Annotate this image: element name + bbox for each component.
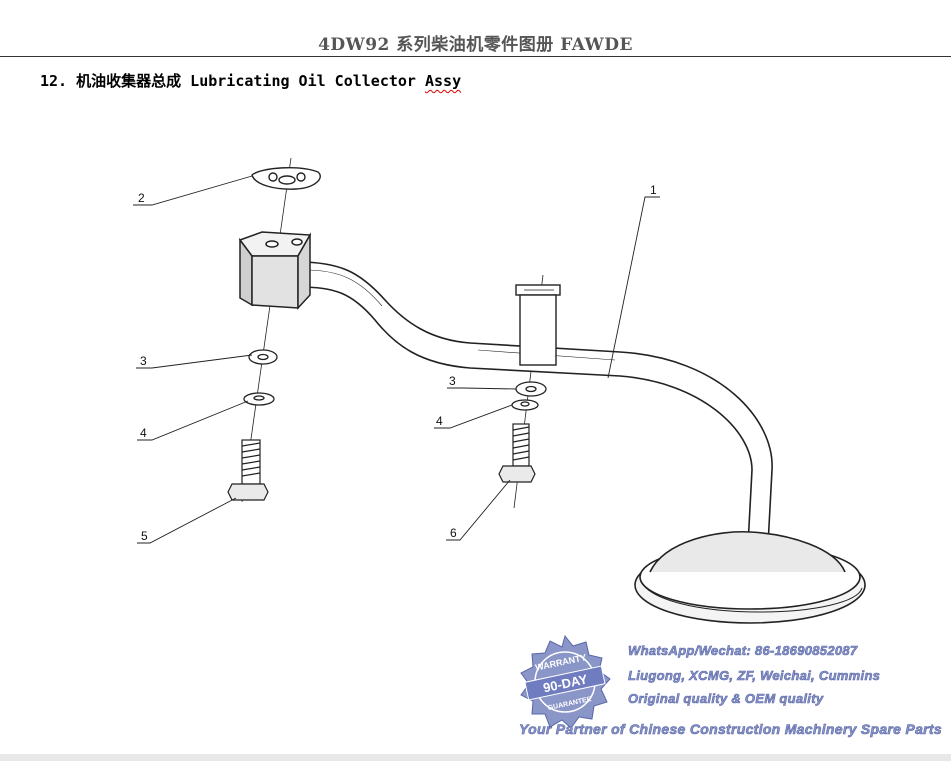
section-title-en-underlined: Assy bbox=[424, 72, 462, 90]
watermark-contact: WhatsApp/Wechat: 86-18690852087 bbox=[628, 643, 858, 659]
callout-5: 5 bbox=[141, 529, 148, 543]
bolt-left bbox=[227, 439, 269, 501]
warranty-seal-icon: WARRANTY 90-DAY GUARANTEE bbox=[520, 634, 611, 729]
washer-right bbox=[515, 381, 547, 397]
lock-washer-left bbox=[243, 392, 275, 406]
section-title: 12. 机油收集器总成 Lubricating Oil Collector As… bbox=[40, 70, 461, 91]
flange-block bbox=[238, 231, 312, 310]
callout-4-right: 4 bbox=[436, 414, 443, 428]
callout-6: 6 bbox=[450, 526, 457, 540]
section-title-cn: 机油收集器总成 bbox=[76, 72, 182, 90]
leader-lines bbox=[133, 175, 660, 544]
page-header: 4DW92 系列柴油机零件图册 FAWDE bbox=[318, 35, 633, 55]
strainer-bowl bbox=[634, 530, 866, 624]
washer-left bbox=[248, 349, 278, 365]
oil-collector-pipe bbox=[297, 261, 773, 546]
section-title-en: Lubricating Oil Collector bbox=[190, 72, 425, 90]
callout-3-right: 3 bbox=[449, 374, 456, 388]
lock-washer-right bbox=[511, 399, 539, 411]
bottom-bar bbox=[0, 754, 951, 761]
watermark-tagline: Your Partner of Chinese Construction Mac… bbox=[519, 721, 942, 738]
gasket bbox=[251, 167, 321, 190]
bolt-right bbox=[498, 423, 536, 483]
header-rule bbox=[0, 56, 951, 57]
callout-3-left: 3 bbox=[140, 354, 147, 368]
section-number: 12. bbox=[40, 72, 68, 90]
callout-4-left: 4 bbox=[140, 426, 147, 440]
bracket bbox=[515, 284, 561, 366]
watermark-brands: Liugong, XCMG, ZF, Weichai, Cummins bbox=[628, 668, 881, 684]
callout-2: 2 bbox=[138, 191, 145, 205]
callout-1: 1 bbox=[650, 183, 657, 197]
watermark-quality: Original quality & OEM quality bbox=[628, 691, 824, 707]
